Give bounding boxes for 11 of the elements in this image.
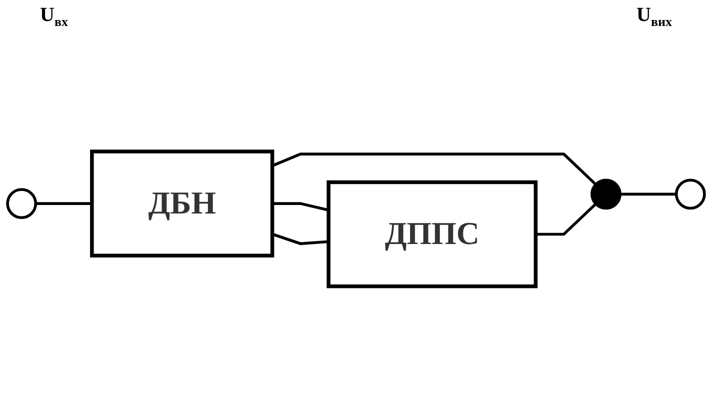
node-circle bbox=[6, 188, 38, 219]
voltage-label: U$_{вих}$ bbox=[636, 4, 672, 30]
node-box: ДППС bbox=[326, 180, 538, 288]
connector bbox=[36, 202, 92, 205]
connector bbox=[272, 202, 329, 212]
node-box: ДБН bbox=[90, 149, 274, 258]
voltage-label: U$_{вх}$ bbox=[40, 4, 68, 30]
connector bbox=[620, 192, 676, 196]
connector bbox=[536, 202, 597, 236]
node-circle bbox=[674, 178, 706, 210]
node-circle bbox=[590, 178, 622, 210]
